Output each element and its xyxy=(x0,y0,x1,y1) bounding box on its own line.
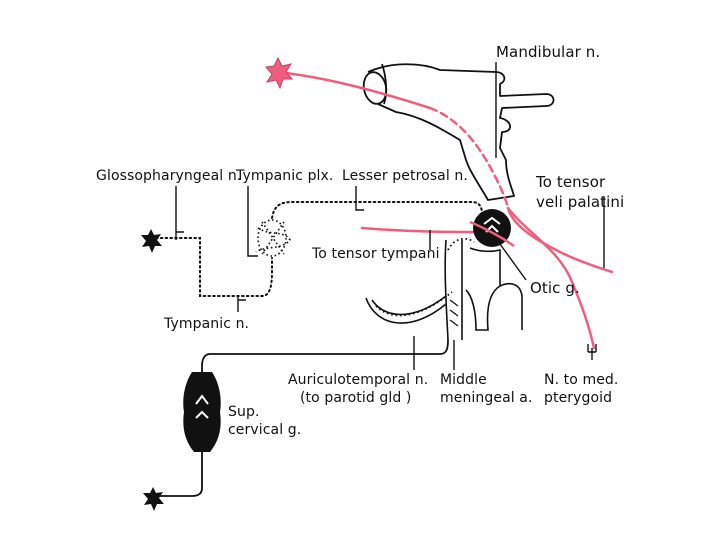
motor-fiber-to-tensor-tympani xyxy=(360,226,484,234)
auriculotemporal-inner xyxy=(371,295,447,316)
label-sup-cervical-line2: cervical g. xyxy=(228,422,302,438)
artery-wall-left xyxy=(444,239,449,341)
trunk-inner-line xyxy=(381,63,388,105)
lesser-petrosal-dotted xyxy=(271,201,483,219)
sup-cervical-synapse-mark xyxy=(195,394,209,419)
tympanic-plexus-pointer xyxy=(247,186,258,257)
motor-fiber-through-ganglion xyxy=(469,220,515,248)
label-med-pterygoid-line1: N. to med. xyxy=(544,372,619,388)
pointer-lines xyxy=(175,62,605,370)
sympathetic-postganglionic xyxy=(201,339,449,374)
otic-ganglion xyxy=(469,209,515,248)
tympanic-plexus-loop-1 xyxy=(257,219,287,257)
mandibular-nerve-trunk xyxy=(362,63,555,201)
trunk-outline xyxy=(367,63,555,201)
glossopharyngeal-pointer xyxy=(175,186,184,240)
auriculotemporal-outer xyxy=(365,297,447,324)
label-mandibular-nerve: Mandibular n. xyxy=(496,43,601,61)
tympanic-nerve-pointer xyxy=(237,296,246,312)
sympathetic-pathway xyxy=(156,339,449,497)
label-middle-meningeal-line1: Middle xyxy=(440,372,487,388)
motor-fiber xyxy=(276,70,614,350)
ganglion-support-outline xyxy=(465,247,501,331)
label-tensor-veli-line1: To tensor xyxy=(536,173,606,191)
motor-fiber-dashed-segment xyxy=(428,106,510,210)
label-tympanic-plexus: Tympanic plx. xyxy=(236,168,334,184)
motor-fiber-to-medial-pterygoid xyxy=(506,206,596,350)
label-lesser-petrosal-nerve: Lesser petrosal n. xyxy=(342,168,468,184)
artery-hatching xyxy=(449,299,459,327)
dark-star-icon xyxy=(143,487,164,511)
auriculotemporal-nerve xyxy=(365,291,453,324)
lesser-petrosal-pointer xyxy=(355,186,364,211)
label-middle-meningeal-line2: meningeal a. xyxy=(440,390,533,406)
tympanic-plexus-loop-2 xyxy=(255,227,291,253)
label-auriculotemporal-line2: (to parotid gld ) xyxy=(300,390,412,406)
sympathetic-preganglionic xyxy=(156,452,203,497)
ganglion-support-right xyxy=(499,282,523,330)
label-otic-ganglion: Otic g. xyxy=(530,279,580,297)
med-pterygoid-pointer xyxy=(587,344,597,360)
glossopharyngeal-to-tympanic-dotted xyxy=(155,237,273,297)
label-tympanic-nerve: Tympanic n. xyxy=(164,316,250,332)
label-sup-cervical-line1: Sup. xyxy=(228,404,260,420)
motor-fiber-to-tensor-veli xyxy=(506,206,614,274)
tympanic-plexus-cross xyxy=(261,221,285,255)
label-med-pterygoid-line2: pterygoid xyxy=(544,390,613,406)
parasympathetic-preganglionic-path xyxy=(155,201,483,297)
label-tensor-veli-line2: veli palatini xyxy=(536,193,625,211)
motor-fiber-entry xyxy=(276,70,432,110)
label-glossopharyngeal-nerve: Glossopharyngeal n. xyxy=(96,168,242,184)
superior-cervical-ganglion xyxy=(183,372,221,452)
otic-pointer xyxy=(499,243,527,281)
label-tensor-tympani: To tensor tympani xyxy=(312,246,440,262)
dark-star-icon xyxy=(141,229,162,253)
ganglion-support xyxy=(447,237,523,331)
label-auriculotemporal-line1: Auriculotemporal n. xyxy=(288,372,429,388)
tympanic-plexus xyxy=(255,219,291,257)
middle-meningeal-artery xyxy=(444,239,463,341)
pink-star-icon xyxy=(265,56,294,90)
